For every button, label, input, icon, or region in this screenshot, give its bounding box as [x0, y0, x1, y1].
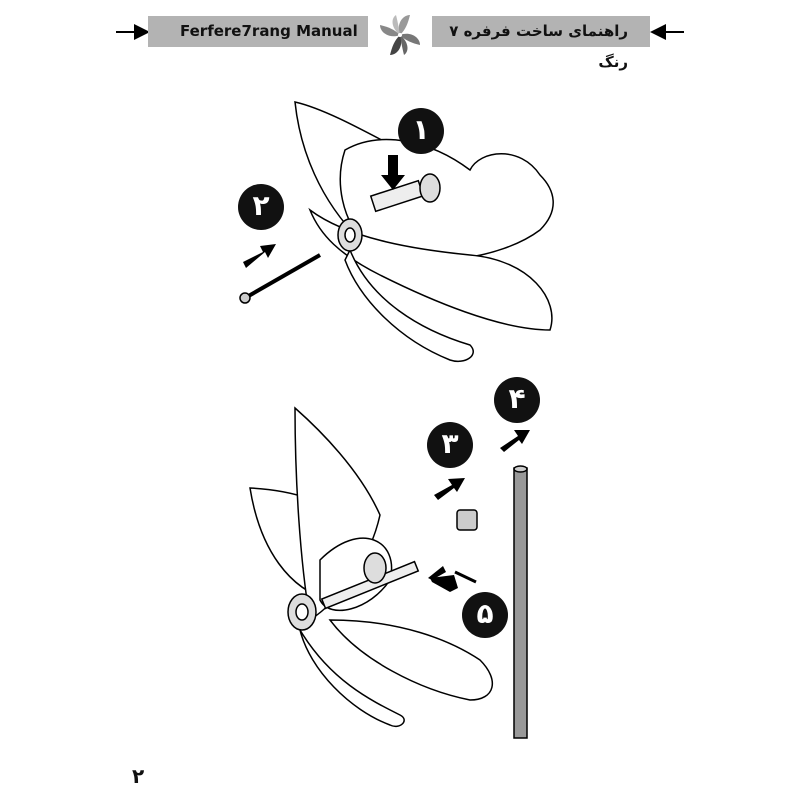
header-title-en: Ferfere7rang Manual	[180, 22, 358, 40]
arrow-left-icon	[650, 24, 684, 40]
page-number: ۲	[132, 764, 145, 788]
step-number-2: ۲	[238, 184, 284, 230]
header-bar-left	[148, 16, 368, 47]
step-number-5: ۵	[462, 592, 508, 638]
step-number-3: ۳	[427, 422, 473, 468]
header-bar-right	[432, 16, 650, 47]
arrow-right-icon	[116, 24, 150, 40]
step-number-4: ۴	[494, 377, 540, 423]
step-number-1: ۱	[398, 108, 444, 154]
pinwheel-logo-icon	[373, 11, 427, 59]
header-title-fa: راهنمای ساخت فرفره ۷ رنگ	[449, 22, 628, 71]
